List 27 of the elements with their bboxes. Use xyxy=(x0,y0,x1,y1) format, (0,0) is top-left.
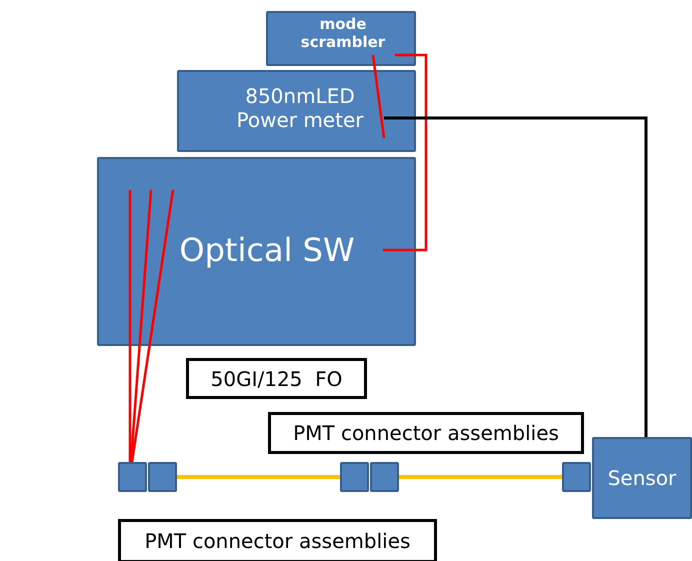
optical-fiber xyxy=(130,190,174,462)
device-label: PMT connector assemblies xyxy=(144,529,410,553)
device-box xyxy=(97,157,416,346)
fiber-cable xyxy=(399,475,562,479)
device-box xyxy=(177,70,416,152)
optical-fiber xyxy=(128,190,132,462)
device-label: mode scrambler xyxy=(300,15,386,51)
fiber-cable xyxy=(177,475,340,479)
optical-fiber xyxy=(130,190,152,462)
label-box xyxy=(268,412,584,454)
connector-block xyxy=(562,462,591,492)
device-label: 850nmLED Power meter xyxy=(236,84,364,132)
device-box xyxy=(266,11,416,66)
optical-fiber xyxy=(383,54,428,252)
device-label: PMT connector assemblies xyxy=(293,421,559,445)
device-label: Sensor xyxy=(608,466,676,490)
label-box xyxy=(186,358,367,399)
device-label: Optical SW xyxy=(178,231,356,270)
connector-block xyxy=(340,462,369,492)
signal-cable xyxy=(384,116,648,437)
device-label: 50GI/125 FO xyxy=(210,366,342,390)
connector-block xyxy=(118,462,147,492)
connector-block xyxy=(148,462,177,492)
connector-block xyxy=(370,462,399,492)
label-box xyxy=(118,519,437,561)
device-box xyxy=(592,437,692,519)
optical-fiber xyxy=(372,54,386,138)
